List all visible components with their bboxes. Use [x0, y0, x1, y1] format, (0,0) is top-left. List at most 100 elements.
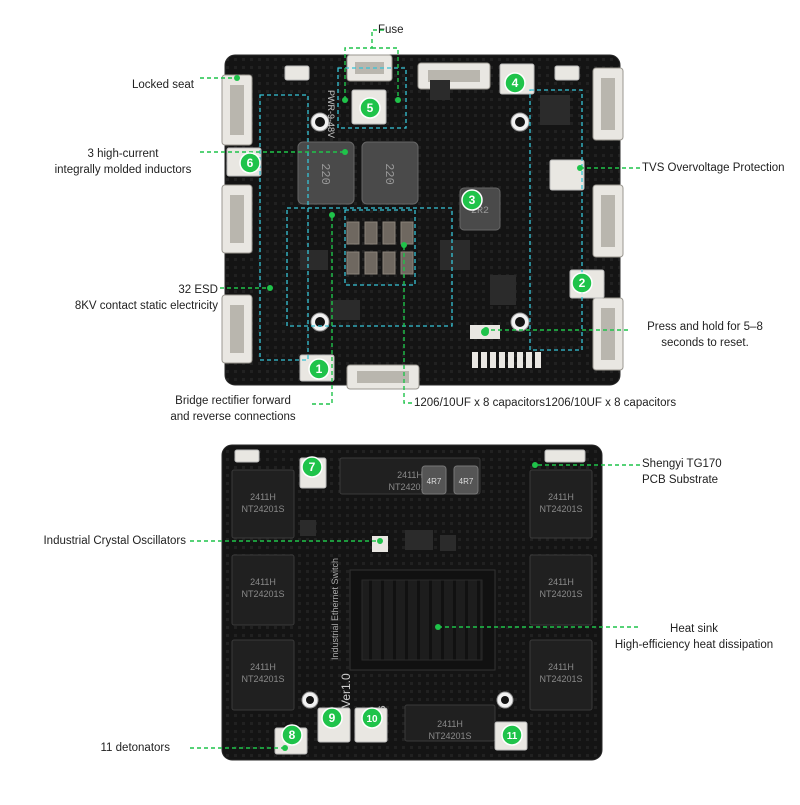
label-crystal: Industrial Crystal Oscillators — [43, 535, 186, 547]
leader-endpoint-dot — [267, 285, 273, 291]
inductor-code-text: 2R2 — [471, 206, 489, 217]
label-heatsink-line1: Heat sink — [670, 623, 718, 635]
label-esd-line2: 8KV contact static electricity — [74, 300, 218, 312]
chip-date-text: 2411H — [250, 577, 276, 587]
marker-3: 3 — [461, 189, 483, 211]
marker-circle — [571, 272, 593, 294]
marker-9: 9 — [321, 707, 343, 729]
inductor-code-text: 4R7 — [427, 477, 442, 486]
marker-circle — [239, 152, 261, 174]
label-reset-line2: seconds to reset. — [661, 337, 749, 349]
marker-8: 8 — [281, 724, 303, 746]
marker-10: 10 — [361, 707, 383, 729]
label-bridge-line2: and reverse connections — [170, 411, 296, 423]
chip-model-text: NT24201S — [539, 674, 582, 684]
label-fuse: Fuse — [378, 24, 404, 36]
marker-number: 4 — [512, 76, 519, 90]
label-reset-line1: Press and hold for 5–8 — [647, 321, 763, 333]
marker-number: 2 — [579, 276, 586, 290]
chip-model-text: NT24201S — [241, 504, 284, 514]
leader-endpoint-dot — [329, 212, 335, 218]
label-inductors-line1: 3 high-current — [87, 148, 159, 160]
label-esd-line1: 32 ESD — [178, 284, 218, 296]
marker-2: 2 — [571, 272, 593, 294]
led-bank — [472, 352, 541, 368]
marker-number: 11 — [507, 731, 518, 742]
marker-4: 4 — [504, 72, 526, 94]
chip-date-text: 2411H — [437, 719, 463, 729]
leader-endpoint-dot — [377, 538, 383, 544]
inductor-code-text: 220 — [318, 163, 332, 185]
label-tvs: TVS Overvoltage Protection — [642, 162, 785, 174]
marker-number: 1 — [316, 362, 323, 376]
marker-circle — [359, 97, 381, 119]
inductor-code-text: 220 — [382, 163, 396, 185]
label-inductors: 3 high-current integrally molded inducto… — [48, 146, 198, 178]
leader-endpoint-dot — [435, 624, 441, 630]
chip-date-text: 2411H — [250, 662, 276, 672]
version-silkscreen: Ver1.0 — [339, 673, 353, 708]
numbered-markers: 1 2 3 4 5 6 7 8 9 10 11 — [239, 72, 593, 746]
chip-model-text: NT24201S — [539, 589, 582, 599]
chip-date-text: 2411H — [548, 492, 574, 502]
marker-number: 5 — [367, 101, 374, 115]
marker-circle — [361, 707, 383, 729]
label-locked-seat: Locked seat — [131, 79, 194, 91]
marker-number: 10 — [366, 714, 378, 725]
chip-date-text: 2411H — [548, 662, 574, 672]
leader-lines — [190, 29, 640, 749]
marker-number: 9 — [329, 711, 336, 725]
label-esd: 32 ESD 8KV contact static electricity — [75, 282, 218, 314]
marker-6: 6 — [239, 152, 261, 174]
product-name-silkscreen: Industrial Ethernet Switch — [330, 558, 340, 660]
inductor-code-text: 4R7 — [459, 477, 474, 486]
chip-model-text: NT24201S — [539, 504, 582, 514]
protection-outlines — [259, 67, 583, 361]
label-inductors-line2: integrally molded inductors — [54, 164, 192, 176]
chip-date-text: 2411H — [397, 470, 423, 480]
marker-number: 7 — [309, 460, 316, 474]
heat-sink — [349, 569, 496, 671]
marker-circle — [504, 72, 526, 94]
leader-endpoints — [234, 75, 583, 751]
bottom-inductors: 4R7 4R7 — [421, 465, 479, 495]
label-substrate-line2: PCB Substrate — [642, 474, 719, 486]
marker-11: 11 — [501, 724, 523, 746]
label-heatsink: Heat sink High-efficiency heat dissipati… — [608, 621, 780, 653]
chip-date-text: 2411H — [250, 492, 276, 502]
label-detonators: 11 detonators — [100, 742, 170, 754]
chip-date-text: 2411H — [548, 577, 574, 587]
leader-endpoint-dot — [532, 462, 538, 468]
marker-circle — [281, 724, 303, 746]
chip-model-text: NT24201S — [241, 674, 284, 684]
label-capacitors: 1206/10UF x 8 capacitors1206/10UF x 8 ca… — [414, 397, 677, 409]
marker-circle — [308, 358, 330, 380]
inductors: 220 220 2R2 — [297, 141, 501, 231]
chip-model-text: NT24201S — [428, 731, 471, 741]
leader-endpoint-dot — [401, 242, 407, 248]
marker-number: 3 — [469, 193, 476, 207]
label-substrate-line1: Shengyi TG170 — [642, 458, 722, 470]
label-heatsink-line2: High-efficiency heat dissipation — [614, 639, 774, 651]
power-input-label: PWR-9-48V — [326, 90, 336, 138]
marker-5: 5 — [359, 97, 381, 119]
marker-1: 1 — [308, 358, 330, 380]
marker-circle — [461, 189, 483, 211]
chip-model-text: NT24201S — [388, 482, 431, 492]
leader-endpoint-dot — [483, 327, 489, 333]
bottom-board: 2411H NT24201S 2411H NT24201S 2411H NT24201S 2… — [221, 444, 603, 761]
leader-endpoint-dot — [342, 97, 348, 103]
label-substrate: Shengyi TG170 PCB Substrate — [642, 456, 722, 488]
marker-circle — [301, 456, 323, 478]
marker-circle — [321, 707, 343, 729]
label-reset: Press and hold for 5–8 seconds to reset. — [630, 319, 780, 351]
top-board: 220 220 2R2 PWR-9-48V — [221, 54, 624, 390]
label-bridge-line1: Bridge rectifier forward — [175, 395, 291, 407]
leader-line — [372, 47, 399, 100]
marker-7: 7 — [301, 456, 323, 478]
leader-endpoint-dot — [342, 149, 348, 155]
label-bridge: Bridge rectifier forward and reverse con… — [158, 393, 308, 425]
marker-circle — [501, 724, 523, 746]
